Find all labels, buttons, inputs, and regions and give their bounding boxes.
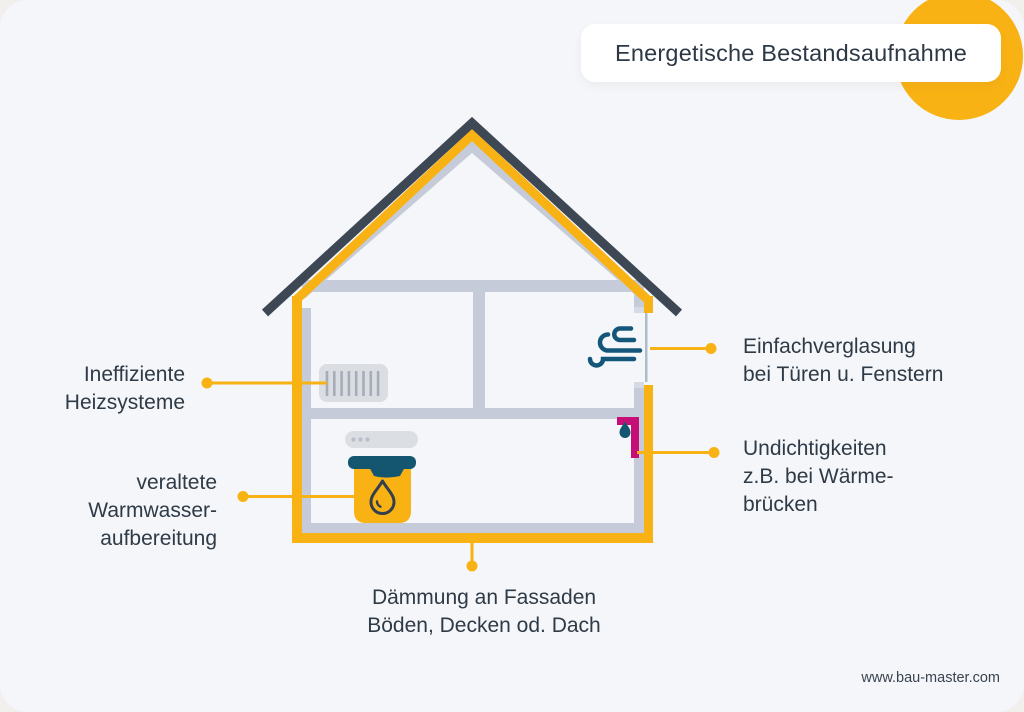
website-url: www.bau-master.com: [861, 670, 1000, 686]
boiler-icon: [348, 456, 416, 523]
connector-warmwasser: [237, 491, 360, 502]
label-heizsysteme: Ineffiziente Heizsysteme: [64, 363, 185, 414]
roof: [261, 116, 683, 317]
leak-pipe-icon: [617, 417, 639, 458]
label-undichtigkeiten: Undichtigkeiten z.B. bei Wärme- brücken: [743, 437, 894, 516]
label-verglasung: Einfachverglasung bei Türen u. Fenstern: [743, 335, 944, 386]
connector-dot: [237, 491, 249, 502]
radiator-icon: [319, 364, 388, 402]
roof-layer-yellow: [292, 128, 652, 304]
wind-draft-icon: [587, 326, 643, 368]
title-banner: Energetische Bestandsaufnahme: [581, 24, 1001, 82]
connector-verglasung: [650, 343, 717, 354]
roof-layer-dark: [261, 116, 683, 317]
control-unit-icon: [345, 431, 418, 448]
house-walls: [292, 280, 653, 543]
connector-dot: [708, 447, 720, 458]
label-daemmung: Dämmung an Fassaden Böden, Decken od. Da…: [367, 586, 601, 637]
leak-drop-icon: [619, 421, 631, 439]
connector-undichtigkeiten: [637, 447, 720, 458]
connector-daemmung: [466, 541, 478, 572]
connector-dot: [201, 377, 213, 389]
window-glass: [645, 313, 648, 382]
water-drop-icon: [369, 479, 396, 515]
connector-dot: [705, 343, 717, 354]
page-title: Energetische Bestandsaufnahme: [614, 39, 967, 66]
roof-layer-gray: [299, 141, 645, 299]
label-warmwasser: veraltete Warmwasser- aufbereitung: [88, 471, 217, 550]
connector-heizsysteme: [201, 377, 327, 389]
connector-dot: [466, 560, 478, 572]
